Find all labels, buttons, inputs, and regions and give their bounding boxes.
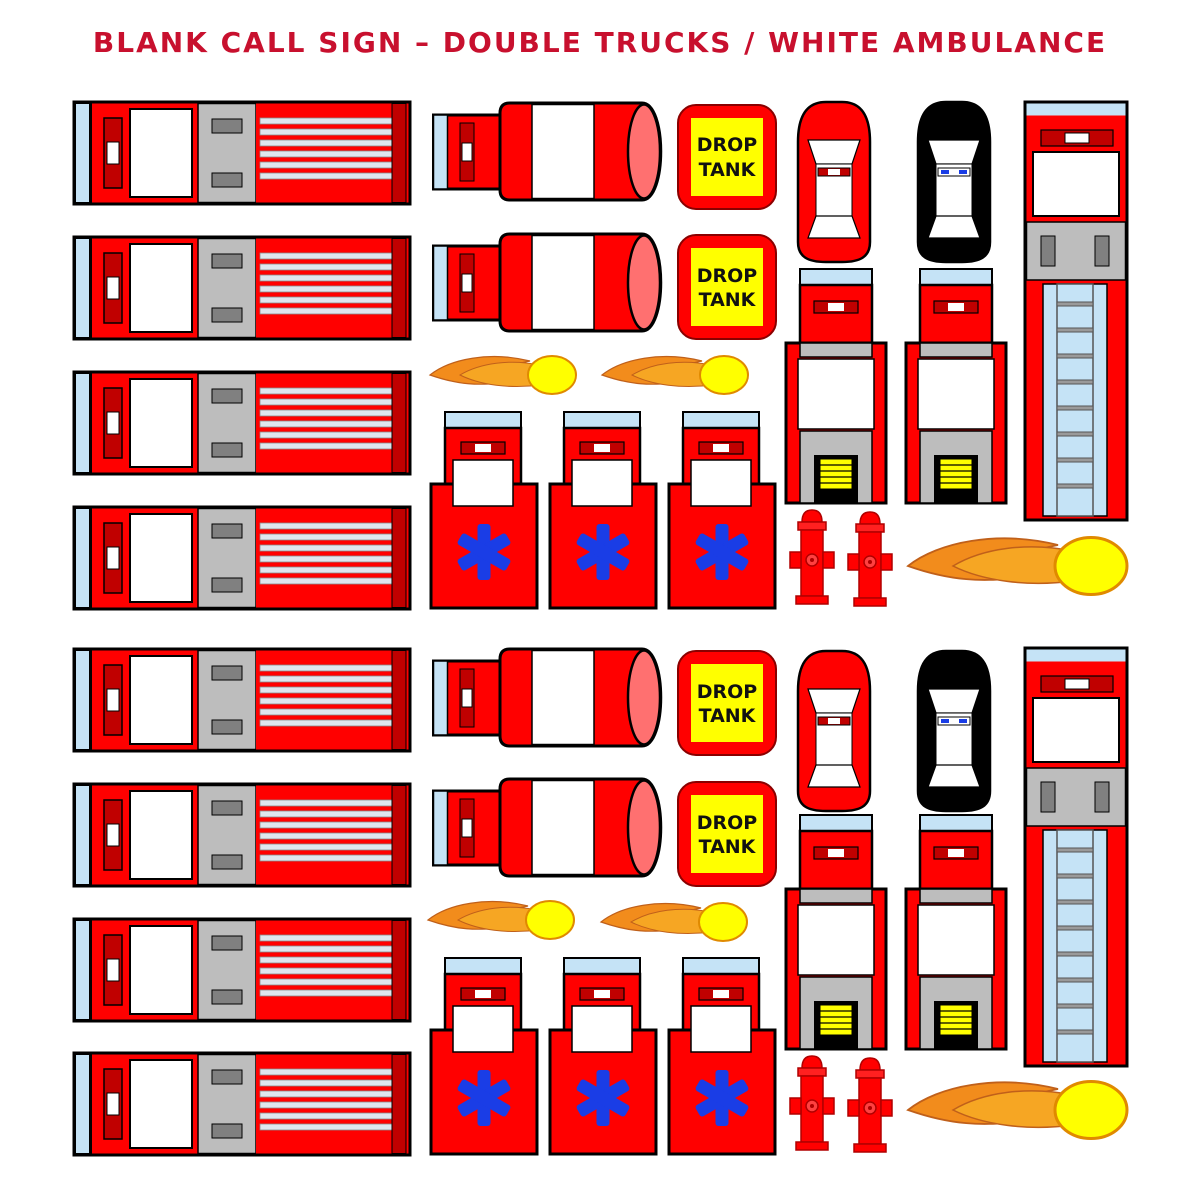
rescue-truck-icon: [784, 813, 888, 1051]
fire-engine-icon: [72, 235, 412, 341]
drop-tank-sign-icon: DROP TANK: [677, 234, 777, 340]
fire-engine-icon: [72, 782, 412, 888]
fire-hydrant-icon: [789, 1055, 835, 1151]
fire-engine-icon: [72, 647, 412, 753]
drop-tank-line1: DROP: [697, 134, 758, 156]
fireball-icon: [427, 900, 575, 940]
sheet-title: BLANK CALL SIGN – DOUBLE TRUCKS / WHITE …: [92, 26, 1108, 59]
ladder-truck-icon: [1023, 100, 1129, 522]
drop-tank-line2: TANK: [699, 705, 757, 727]
ambulance-icon: [548, 410, 658, 610]
rescue-truck-icon: [784, 267, 888, 505]
fireball-icon: [600, 902, 748, 942]
drop-tank-line2: TANK: [699, 159, 757, 181]
drop-tank-line1: DROP: [697, 812, 758, 834]
fire-engine-icon: [72, 1051, 412, 1157]
fire-hydrant-icon: [789, 509, 835, 605]
ambulance-icon: [548, 956, 658, 1156]
drop-tank-sign-icon: DROP TANK: [677, 104, 777, 210]
fire-hydrant-icon: [847, 1057, 893, 1153]
fire-chief-car-icon: [796, 100, 872, 264]
drop-tank-sign-icon: DROP TANK: [677, 650, 777, 756]
fire-hydrant-icon: [847, 511, 893, 607]
fire-engine-icon: [72, 370, 412, 476]
drop-tank-line2: TANK: [699, 289, 757, 311]
police-car-icon: [916, 649, 992, 813]
drop-tank-line1: DROP: [697, 265, 758, 287]
fireball-icon: [429, 355, 577, 395]
drop-tank-line2: TANK: [699, 836, 757, 858]
light-bar-icon: [817, 167, 851, 726]
fire-chief-car-icon: [796, 649, 872, 813]
ladder-truck-icon: [1023, 646, 1129, 1068]
tanker-truck-icon: [432, 232, 663, 333]
police-car-icon: [916, 100, 992, 264]
ambulance-icon: [667, 410, 777, 610]
fire-engine-icon: [72, 917, 412, 1023]
ambulance-icon: [429, 956, 539, 1156]
ambulance-icon: [429, 410, 539, 610]
fireball-icon: [601, 355, 749, 395]
rescue-truck-icon: [904, 267, 1008, 505]
ambulance-icon: [667, 956, 777, 1156]
drop-tank-sign-icon: DROP TANK: [677, 781, 777, 887]
fire-engine-icon: [72, 505, 412, 611]
police-light-bar-icon: [937, 167, 971, 726]
rescue-truck-icon: [904, 813, 1008, 1051]
tanker-truck-icon: [432, 647, 663, 748]
fire-engine-icon: [72, 100, 412, 206]
tanker-truck-icon: [432, 777, 663, 878]
tanker-truck-icon: [432, 101, 663, 202]
fireball-icon: [906, 1080, 1129, 1140]
drop-tank-line1: DROP: [697, 681, 758, 703]
fireball-icon: [906, 536, 1129, 596]
